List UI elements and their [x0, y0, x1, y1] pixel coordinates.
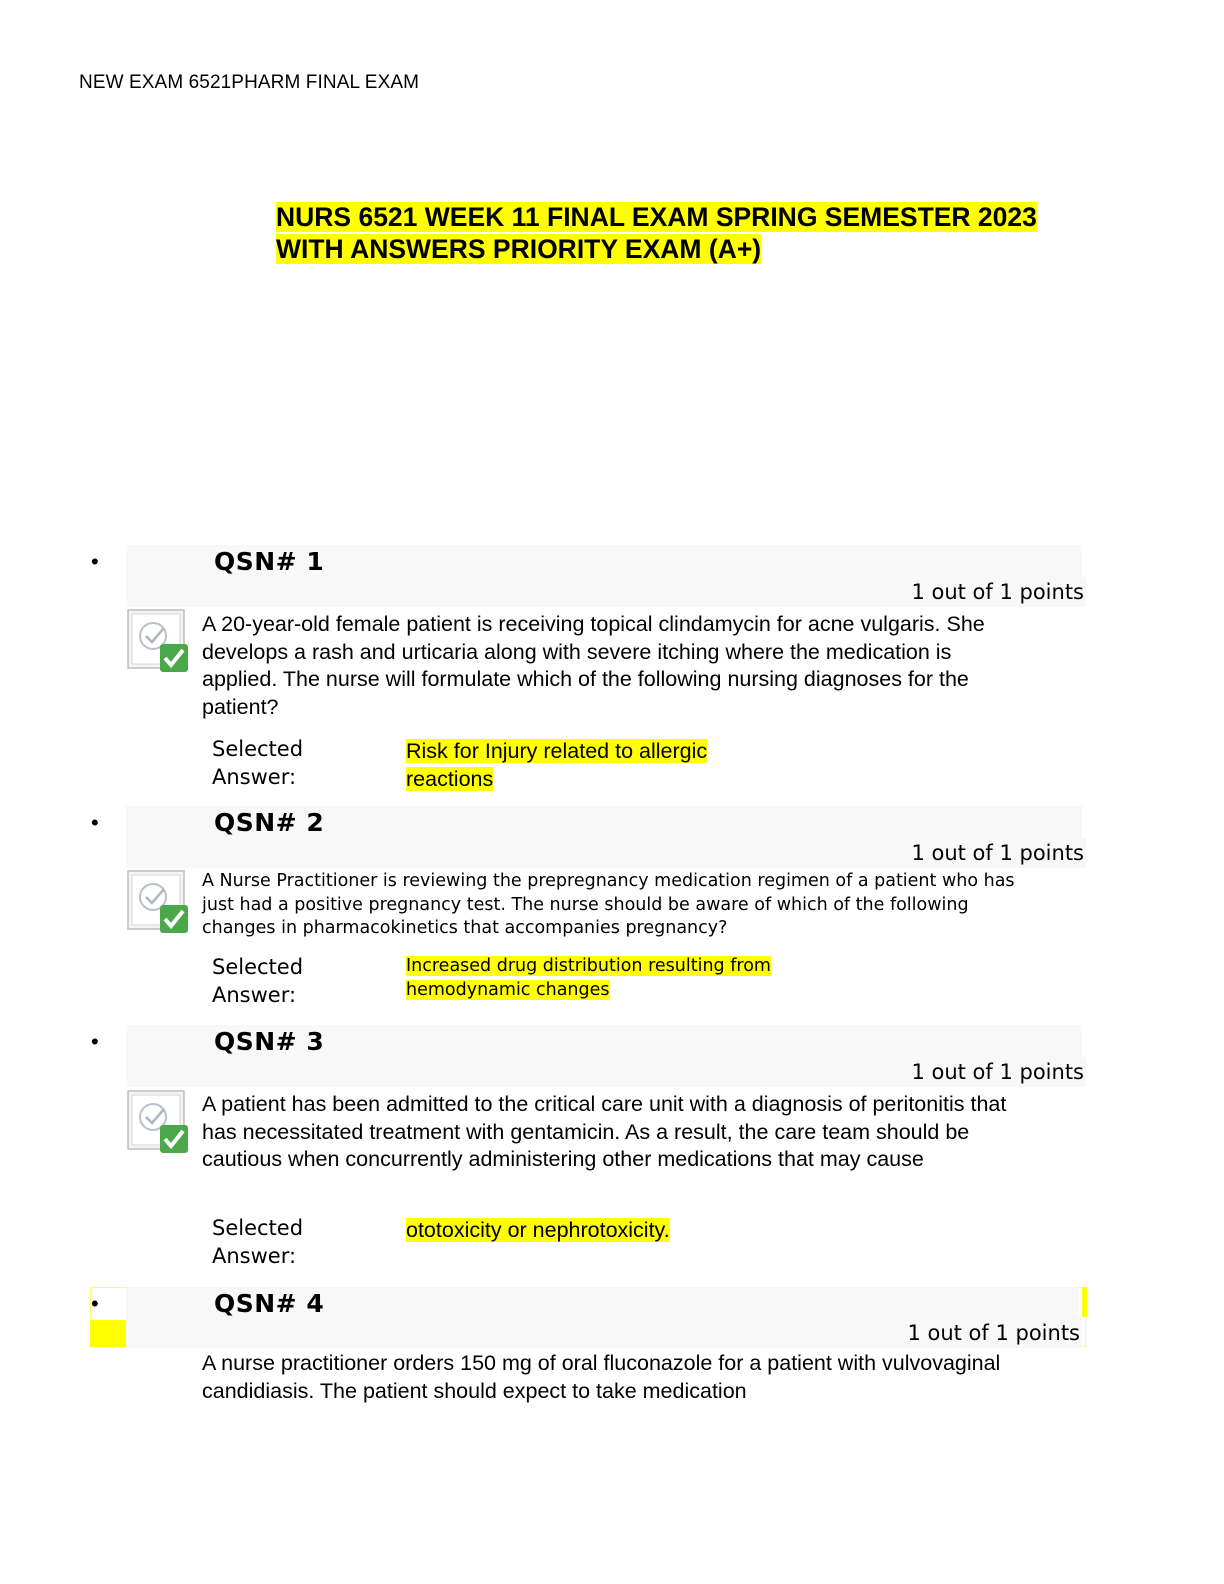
points-score: 1 out of 1 points: [911, 841, 1084, 865]
selected-label-line-2: Answer:: [212, 983, 297, 1007]
question-text: A Nurse Practitioner is reviewing the pr…: [202, 871, 1015, 938]
points-bar: 1 out of 1 points: [126, 838, 1086, 868]
answer-line-1: Increased drug distribution resulting fr…: [406, 956, 771, 976]
bullet: •: [91, 1029, 99, 1054]
question-label: QSN# 1: [214, 547, 325, 576]
selected-label-line-2: Answer:: [212, 1244, 297, 1268]
exam-title: NURS 6521 WEEK 11 FINAL EXAM SPRING SEME…: [276, 201, 1096, 265]
question-label: QSN# 2: [214, 808, 325, 837]
selected-answer-label: Selected Answer:: [212, 953, 342, 1009]
selected-label-line-1: Selected: [212, 955, 304, 979]
correct-check-icon: [127, 870, 188, 933]
correct-check-icon: [127, 1090, 188, 1153]
question-text: A nurse practitioner orders 150 mg of or…: [202, 1351, 1001, 1403]
selected-answer-label: Selected Answer:: [212, 735, 342, 791]
points-score: 1 out of 1 points: [911, 1060, 1084, 1084]
points-score: 1 out of 1 points: [907, 1321, 1080, 1345]
selected-answer: ototoxicity or nephrotoxicity.: [406, 1216, 766, 1244]
bullet: •: [91, 1291, 99, 1316]
highlight-mark: [90, 1320, 126, 1347]
highlight-mark: [1082, 1287, 1087, 1317]
question-text: A 20-year-old female patient is receivin…: [202, 612, 985, 719]
points-bar: 1 out of 1 points: [126, 1318, 1082, 1348]
question-label-bar: [126, 1287, 1078, 1321]
selected-label-line-1: Selected: [212, 1216, 304, 1240]
points-score: 1 out of 1 points: [911, 580, 1084, 604]
answer-line-1: Risk for Injury related to allergic: [406, 739, 708, 763]
title-line-1: NURS 6521 WEEK 11 FINAL EXAM SPRING SEME…: [276, 202, 1037, 232]
question-label: QSN# 4: [214, 1289, 325, 1318]
selected-label-line-1: Selected: [212, 737, 304, 761]
question-label-bar: [126, 806, 1082, 840]
bullet: •: [91, 549, 99, 574]
question-label-bar: [126, 545, 1082, 579]
question-label: QSN# 3: [214, 1027, 325, 1056]
selected-answer: Risk for Injury related to allergic reac…: [406, 737, 766, 793]
document-header: NEW EXAM 6521PHARM FINAL EXAM: [79, 72, 420, 93]
answer-line-1: ototoxicity or nephrotoxicity.: [406, 1218, 670, 1242]
selected-answer-label: Selected Answer:: [212, 1214, 342, 1270]
correct-check-icon: [127, 609, 188, 672]
bullet: •: [91, 810, 99, 835]
answer-line-2: reactions: [406, 767, 494, 791]
question-text: A patient has been admitted to the criti…: [202, 1092, 1007, 1171]
points-bar: 1 out of 1 points: [126, 1057, 1086, 1087]
answer-line-2: hemodynamic changes: [406, 979, 610, 1000]
question-label-bar: [126, 1025, 1082, 1059]
points-bar: 1 out of 1 points: [126, 577, 1086, 607]
title-line-2: WITH ANSWERS PRIORITY EXAM (A+): [276, 234, 762, 264]
selected-answer: Increased drug distribution resulting fr…: [406, 955, 846, 1002]
selected-label-line-2: Answer:: [212, 765, 297, 789]
